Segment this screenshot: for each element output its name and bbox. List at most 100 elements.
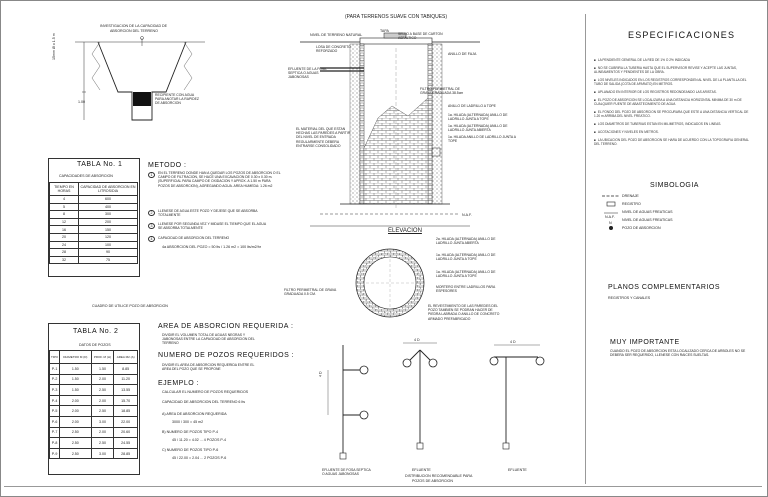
table2-box: TABLA No. 2 DATOS DE POZOS [48, 323, 140, 475]
espec-item: ACOTACIONES Y NIVELES EN METROS. [594, 130, 754, 134]
plan-c1: 2a. HILADA (ALTERNADA) ANILLO DE LADRILL… [436, 237, 496, 246]
simbologia-item: REGISTRO [622, 202, 641, 206]
table1-cell: 12 [49, 217, 79, 227]
table2-cell: 2.50 [59, 437, 92, 449]
distribution-drawing [327, 342, 545, 460]
dist-cap1: EFLUENTE DE FOSA SEPTICA O AGUAS JABONOS… [322, 468, 371, 477]
table2-cell: P-9 [48, 447, 61, 460]
pit-dim-vertical: 15mm Ø o 1.5 m [52, 33, 56, 60]
table2-cell: 2.00 [59, 394, 92, 407]
numero-title: NUMERO DE POZOS REQUERIDOS : [158, 352, 295, 359]
simbologia-item: DRENAJE [622, 194, 639, 198]
table2-cell: 2.50 [59, 426, 92, 439]
table2-cell: P-7 [48, 426, 61, 439]
spec-divider [585, 14, 586, 484]
table1-cell: 24 [49, 240, 79, 250]
table1-cell: 16 [49, 225, 79, 234]
table2-cell: 15.70 [113, 394, 138, 407]
elev-anillo: ANILLO DE FAJA [448, 52, 477, 56]
table2-cell: 2.00 [90, 426, 115, 439]
plan-c3: 1a. HILADA (ALTERNADA) ANILLO DE LADRILL… [436, 270, 496, 279]
plan-c2: 1a. HILADA (ALTERNADA) ANILLO DE LADRILL… [436, 253, 496, 262]
espec-item: EL FONDO DEL POZO DE ABSORCION SE PROCUR… [594, 110, 754, 118]
simbologia-naf2: N [609, 221, 612, 225]
table1-cell: 90 [78, 248, 138, 257]
plan-note: EL REVESTIMIENTO DE LAS PAREDES DEL POZO… [428, 304, 500, 321]
elev-c3: 1a. HILADA (ALTERNADA) ANILLO DE LADRILL… [448, 124, 508, 133]
metodo-step1: EN EL TERRENO DONDE HAN A QUEDAR LOS POZ… [158, 171, 281, 188]
table2-cell: 13.55 [113, 384, 138, 396]
table2-cell: 24.55 [113, 437, 138, 449]
table1-cell: 32 [49, 255, 79, 265]
table2-cell: 3.00 [90, 415, 115, 428]
elev-naf: N.A.F. [462, 213, 472, 217]
metodo-step4: CAPACIDAD DE ABSORCION DEL TERRENO [158, 236, 230, 240]
table1-cell: 600 [78, 195, 138, 204]
elevation-drawing [300, 32, 480, 227]
espec-item: EL POZO DE ABSORCION SE LOCALIZARA A UNA… [594, 98, 754, 106]
table2-cell: 2.50 [59, 447, 92, 460]
especificaciones-title: ESPECIFICACIONES [628, 30, 736, 40]
calc-caption: CUADRO DE UTILICE POZO DE ABSORCION [92, 304, 168, 308]
table2-header: PROF. M (H) [90, 350, 115, 364]
ejemplo-l6: 45 / 11.20 = 4.02 ... 4 POZOS P-4 [172, 438, 226, 442]
simbologia-item: NIVEL DE AGUAS FREATICAS [622, 210, 673, 214]
table2-header: DIAMETRO M (D) [59, 350, 92, 364]
elev-c4: 1a. HILADA ANILLO DE LADRILLO JUNTA A TO… [448, 135, 516, 144]
elev-nivel: NIVEL DE TERRENO NATURAL [310, 33, 363, 37]
ejemplo-l4: 3000 / 300 = 45 m2 [172, 420, 204, 424]
table1-cell: 8 [49, 210, 79, 219]
espec-item: LA UBICACION DEL POZO DE ABSORCION SE HA… [594, 138, 754, 146]
table2-cell: 2.50 [90, 405, 115, 417]
simbologia-symbols [602, 195, 620, 230]
table2-cell: 2.00 [90, 394, 115, 407]
dist-d1: 4 D [318, 371, 323, 377]
espec-item: NO SE CUBRIRA LA TUBERIA HASTA QUE EL SU… [594, 66, 754, 74]
investigation-title: INVESTIGACION DE LA CAPACIDAD DE [100, 24, 168, 28]
table2-cell: P-2 [48, 373, 61, 386]
area-title: AREA DE ABSORCION REQUERIDA : [158, 323, 294, 330]
table1-cell: 4 [49, 195, 79, 204]
elev-losa: LOSA DE CONCRETO REFORZADO [316, 45, 351, 54]
table1-title: TABLA No. 1 [77, 161, 123, 168]
espec-item: LOS DIAMETROS DE TUBERIAS ESTAN EN MILIM… [594, 122, 754, 126]
table1-cell: 200 [78, 217, 138, 227]
table2-cell: P-5 [48, 405, 61, 417]
table2-title: TABLA No. 2 [73, 328, 119, 335]
importante-title: MUY IMPORTANTE [610, 339, 680, 346]
table2-cell: P-8 [48, 437, 61, 449]
ejemplo-l3: A) AREA DE ABSORCION REQUERIDA [162, 412, 227, 416]
simbologia-title: SIMBOLOGIA [650, 182, 699, 189]
table2-cell: 1.50 [59, 384, 92, 396]
table1-cell: 100 [78, 240, 138, 250]
table2-cell: 28.85 [113, 447, 138, 460]
table2-cell: 22.00 [113, 415, 138, 428]
investigation-title-2: ABSORCION DEL TERRENO [110, 29, 158, 33]
table2-cell: 2.00 [59, 405, 92, 417]
investigation-pit-drawing [75, 36, 205, 121]
table2-cell: 18.85 [113, 405, 138, 417]
espec-item: LOS NIVELES INDICADOS EN LOS REGISTROS C… [594, 78, 754, 86]
elev-c1: ANILLO DE LADRILLO A TOPE [448, 104, 496, 108]
table1-cell: 120 [78, 232, 138, 242]
area-text: DIVIDIR EL VOLUMEN TOTAL DE AGUAS NEGRAS… [162, 333, 255, 346]
table1-box: TABLA No. 1 CAPACIDADES DE ABSORCION [48, 158, 140, 277]
importante-text: CUANDO EL POZO DE ABSORCION ESTA LOCALIZ… [610, 349, 746, 358]
ejemplo-l7: C) NUMERO DE POZOS TIPO P-6 [162, 448, 219, 452]
elev-sello: SELLO A BASE DE CARTON ASFALTICO [398, 32, 443, 41]
numero-text: DIVIDIR EL AREA DE ABSORCION REQUERIDA E… [162, 363, 255, 372]
